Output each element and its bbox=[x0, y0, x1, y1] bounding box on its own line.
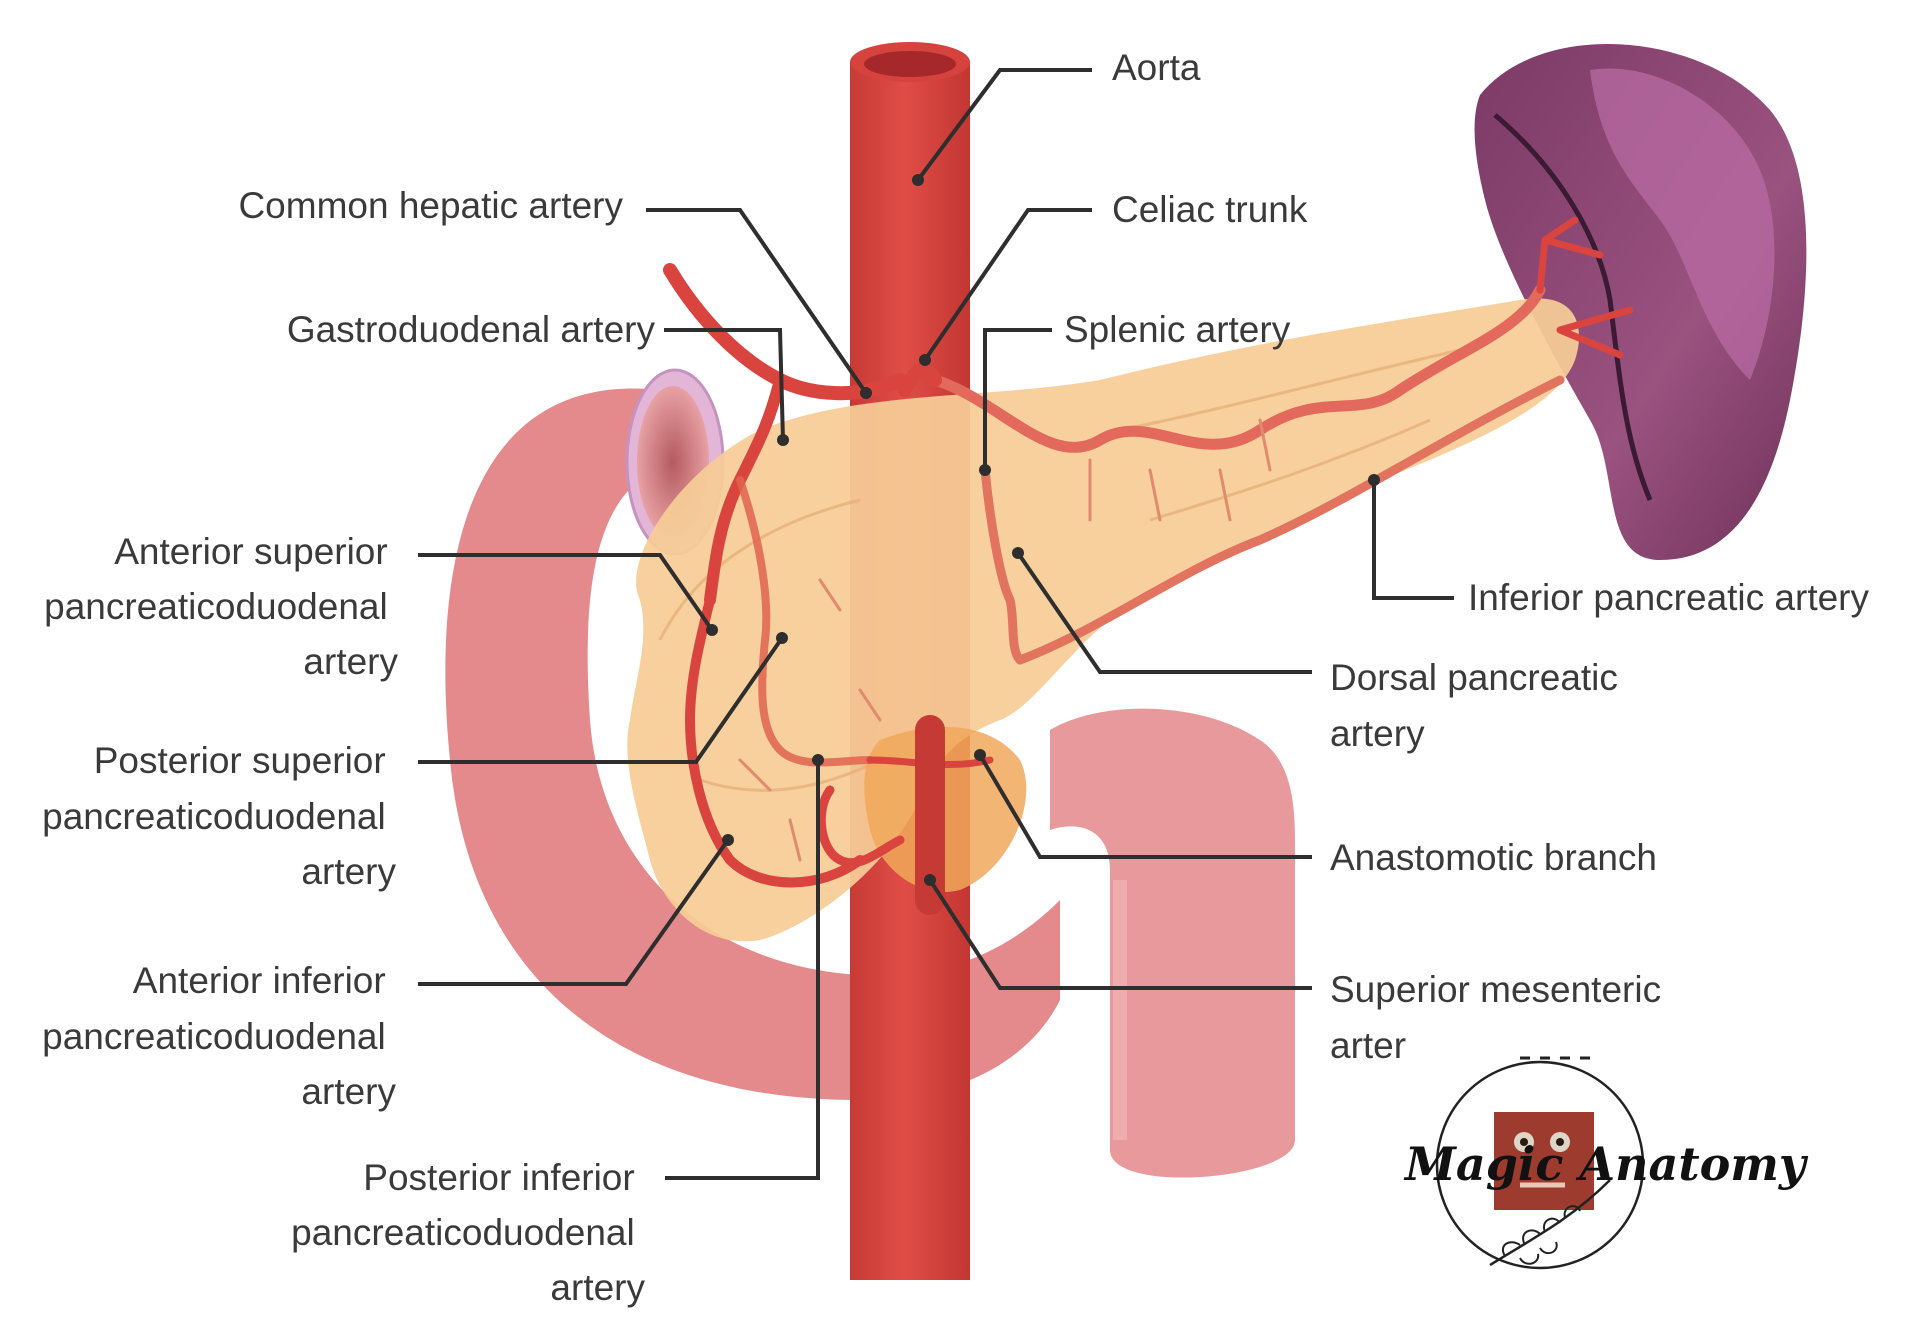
leader-lines bbox=[418, 68, 1454, 1180]
label-superior-mesenteric-artery: Superior mesenteric arter bbox=[1330, 969, 1671, 1066]
label-anastomotic-branch: Anastomotic branch bbox=[1330, 837, 1657, 878]
label-common-hepatic-artery: Common hepatic artery bbox=[238, 185, 623, 226]
magic-anatomy-watermark: Magic Anatomy bbox=[1403, 1040, 1809, 1270]
inferior-pancreatic-artery bbox=[1015, 375, 1565, 665]
label-splenic-artery: Splenic artery bbox=[1064, 309, 1291, 350]
label-dorsal-pancreatic-artery: Dorsal pancreatic artery bbox=[1330, 657, 1628, 754]
label-posterior-inferior-pd-artery: Posterior inferior pancreaticoduodenal a… bbox=[291, 1157, 645, 1308]
celiac-trunk-vessel bbox=[898, 362, 942, 397]
label-anterior-inferior-pd-artery: Anterior inferior pancreaticoduodenal ar… bbox=[42, 960, 396, 1112]
labels: Aorta Common hepatic artery Celiac trunk… bbox=[42, 47, 1869, 1308]
label-inferior-pancreatic-artery: Inferior pancreatic artery bbox=[1468, 577, 1870, 618]
watermark-text: Magic Anatomy bbox=[1403, 1137, 1809, 1191]
common-hepatic-artery-vessel bbox=[773, 373, 907, 401]
watermark-circle bbox=[1435, 1060, 1645, 1270]
spleen bbox=[1474, 43, 1807, 561]
label-posterior-superior-pd-artery: Posterior superior pancreaticoduodenal a… bbox=[42, 740, 396, 892]
label-anterior-superior-pd-artery: Anterior superior pancreaticoduodenal ar… bbox=[44, 531, 398, 682]
watermark-laurel bbox=[1489, 1179, 1611, 1267]
splenic-artery bbox=[929, 284, 1546, 453]
label-gastroduodenal-artery: Gastroduodenal artery bbox=[287, 309, 656, 350]
label-celiac-trunk: Celiac trunk bbox=[1112, 189, 1308, 230]
watermark-face-photo bbox=[1494, 1112, 1594, 1210]
label-aorta: Aorta bbox=[1112, 47, 1201, 88]
arteries bbox=[663, 216, 1634, 915]
dorsal-pancreatic-artery bbox=[980, 465, 1025, 665]
